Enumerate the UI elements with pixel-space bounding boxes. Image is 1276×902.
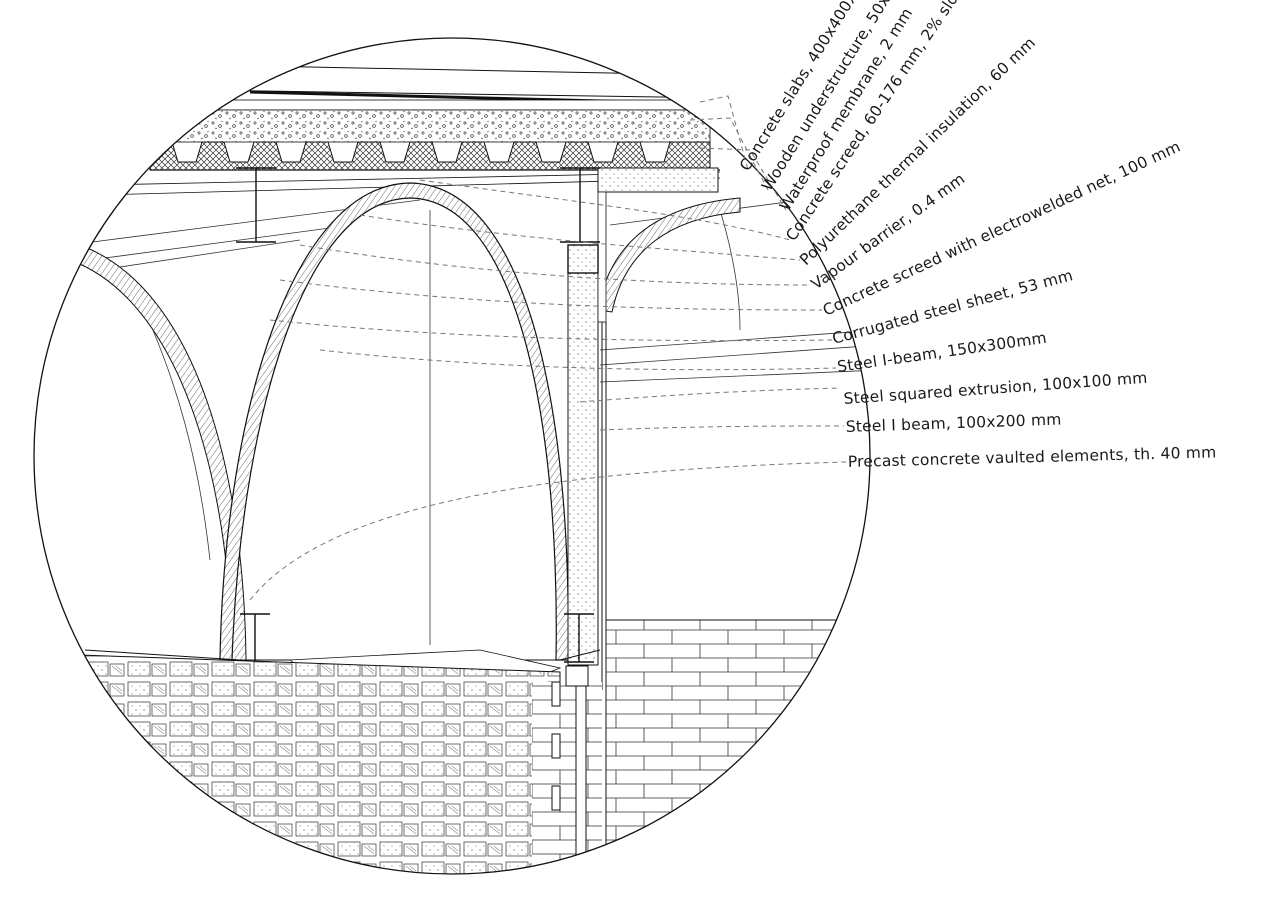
label-precast-vaults: Precast concrete vaulted elements, th. 4… — [848, 443, 1217, 471]
slab-edge — [597, 167, 719, 193]
label-squared-extrusion: Steel squared extrusion, 100x100 mm — [843, 369, 1148, 408]
window-frame — [575, 685, 587, 874]
brick-wall — [605, 619, 870, 874]
fascia — [597, 191, 607, 323]
i-beams — [236, 167, 600, 663]
roof-build-up — [59, 40, 861, 196]
detail-circle — [33, 37, 871, 875]
right-vault-shell — [597, 197, 741, 313]
stone-wall — [79, 654, 561, 874]
sill-detail — [565, 665, 589, 687]
central-vault-shell — [219, 182, 569, 661]
brick-wall-infill — [532, 682, 602, 874]
perspective-lines — [34, 189, 870, 645]
ventilation-blocks — [551, 681, 561, 811]
label-stack: Concrete slabs, 400x400x40 mm Wooden und… — [736, 0, 1216, 471]
left-vault-shell — [69, 244, 247, 661]
leader-lines — [249, 95, 847, 601]
wall-column — [567, 244, 599, 666]
label-i-beam-100: Steel I beam, 100x200 mm — [846, 410, 1062, 436]
